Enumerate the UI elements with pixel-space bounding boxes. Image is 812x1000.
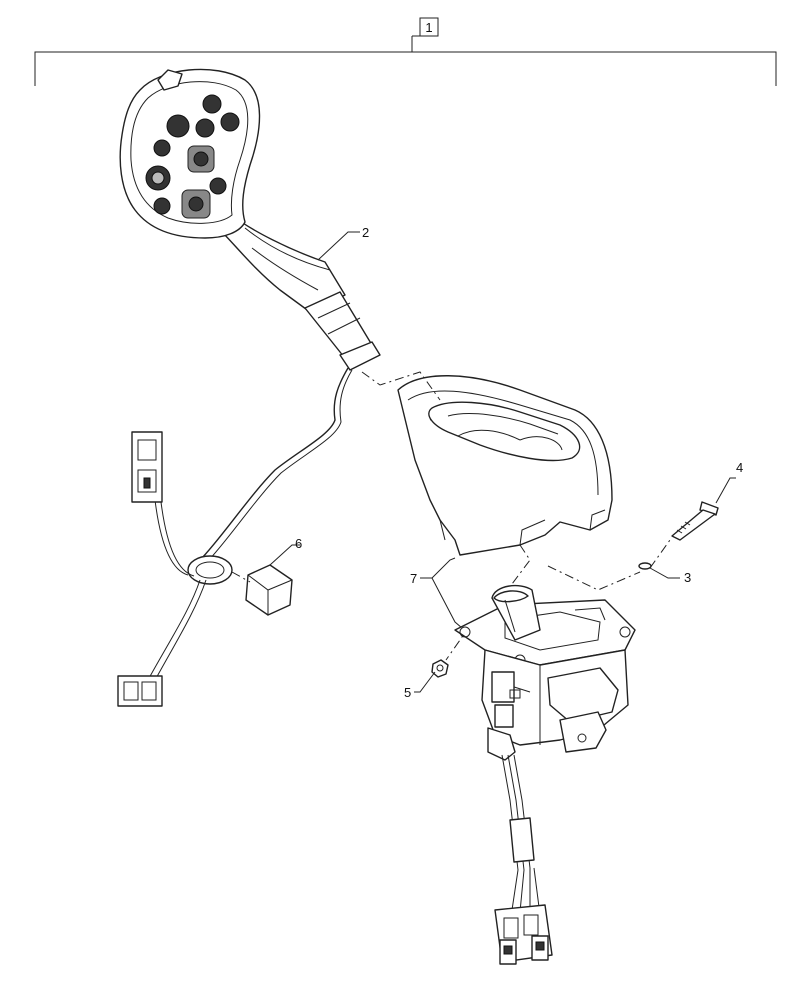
nut: 5 xyxy=(404,659,449,700)
base-wiring xyxy=(494,754,553,965)
button-icon xyxy=(153,197,171,215)
base-connector-icon xyxy=(494,904,553,965)
callout-2-group: 2 xyxy=(317,225,369,261)
button-icon xyxy=(220,112,240,132)
lower-connector-icon xyxy=(117,675,163,707)
upper-connector-icon xyxy=(131,431,163,503)
callout-5: 5 xyxy=(404,685,411,700)
button-icon xyxy=(195,118,215,138)
callout-4: 4 xyxy=(736,460,743,475)
cable-tie: 6 xyxy=(231,536,302,616)
callout-2: 2 xyxy=(362,225,369,240)
callout-1: 1 xyxy=(425,20,432,35)
button-icon xyxy=(209,177,227,195)
joystick-base xyxy=(454,584,636,761)
assembly-bracket: 1 xyxy=(34,17,777,86)
button-icon xyxy=(202,94,222,114)
bolt: 4 xyxy=(671,460,743,541)
wiring-harness xyxy=(117,367,353,707)
button-icon xyxy=(166,114,190,138)
washer: 3 xyxy=(638,562,691,585)
housing-cover xyxy=(397,375,613,556)
callout-7: 7 xyxy=(410,571,417,586)
callout-3: 3 xyxy=(684,570,691,585)
button-icon xyxy=(153,139,171,157)
joystick-handle xyxy=(119,68,381,371)
callout-6: 6 xyxy=(295,536,302,551)
callout-7-group: 7 xyxy=(410,557,463,629)
